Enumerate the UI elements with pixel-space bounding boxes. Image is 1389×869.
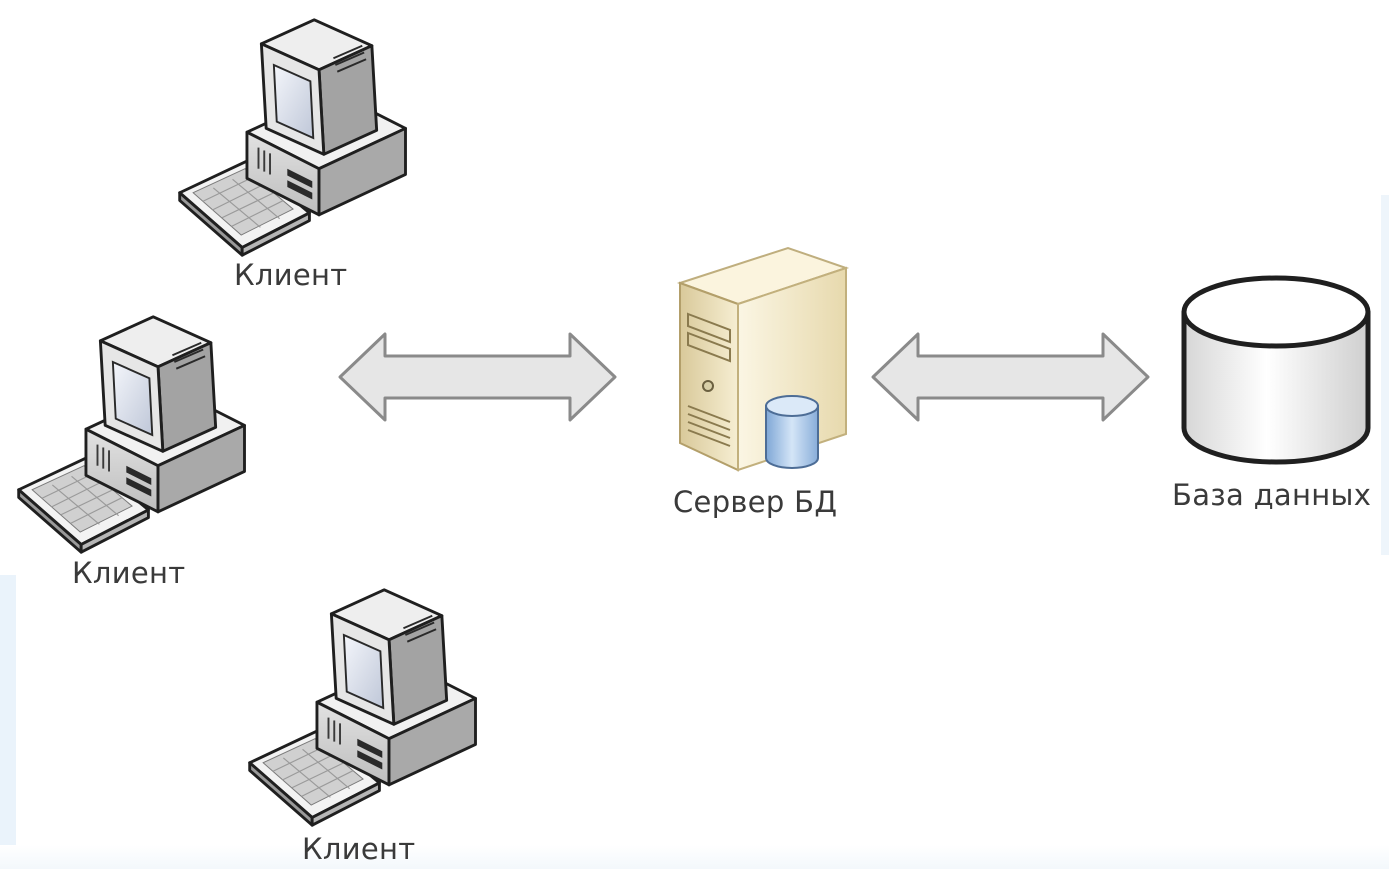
database-cylinder-icon: [1181, 275, 1371, 465]
desktop-computer-icon: [178, 18, 407, 257]
database-badge-icon: [765, 395, 819, 469]
desktop-computer-icon: [17, 315, 246, 554]
database-server-icon: [676, 246, 850, 472]
background-tint-bottom: [0, 845, 1389, 869]
bidirectional-arrow-clients-server: [338, 332, 617, 422]
client-label-bottom: Клиент: [302, 832, 416, 866]
background-tint-left: [0, 575, 16, 869]
desktop-computer-icon: [248, 588, 477, 827]
background-tint-right: [1381, 195, 1389, 555]
bidirectional-arrow-server-database: [871, 332, 1150, 422]
db-server-label: Сервер БД: [673, 485, 838, 519]
client-label-top: Клиент: [234, 258, 348, 292]
client-label-middle: Клиент: [72, 556, 186, 590]
database-label: База данных: [1172, 478, 1372, 512]
